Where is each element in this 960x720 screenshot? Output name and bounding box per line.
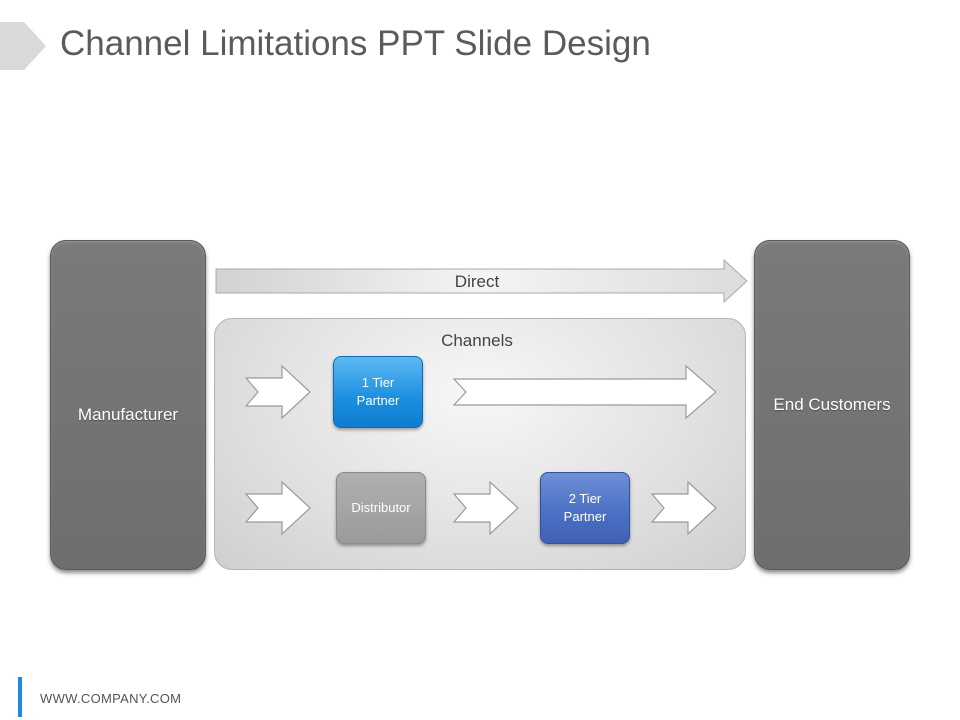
tier1-partner-box: 1 Tier Partner xyxy=(333,356,423,428)
footer-url: WWW.COMPANY.COM xyxy=(40,691,182,706)
manufacturer-box: Manufacturer xyxy=(50,240,206,570)
title-chevron-icon xyxy=(0,22,46,70)
channel-arrow-row2-in xyxy=(244,480,311,536)
direct-arrow xyxy=(215,258,748,304)
channels-panel xyxy=(214,318,746,570)
channel-arrow-row2-mid xyxy=(452,480,519,536)
manufacturer-label: Manufacturer xyxy=(77,405,179,424)
page-title: Channel Limitations PPT Slide Design xyxy=(60,24,651,63)
tier2-partner-box: 2 Tier Partner xyxy=(540,472,630,544)
distributor-label: Distributor xyxy=(351,500,411,515)
end-customers-box: End Customers xyxy=(754,240,910,570)
footer-accent-bar xyxy=(18,677,22,717)
tier1-partner-label: 1 Tier Partner xyxy=(356,375,400,408)
direct-label: Direct xyxy=(454,272,500,291)
distributor-box: Distributor xyxy=(336,472,426,544)
channels-label: Channels xyxy=(441,331,513,350)
channel-arrow-row1-long xyxy=(452,364,717,420)
channel-arrow-row1-in xyxy=(244,364,311,420)
tier2-partner-label: 2 Tier Partner xyxy=(563,491,607,524)
end-customers-label: End Customers xyxy=(773,395,891,414)
channel-arrow-row2-out xyxy=(650,480,717,536)
